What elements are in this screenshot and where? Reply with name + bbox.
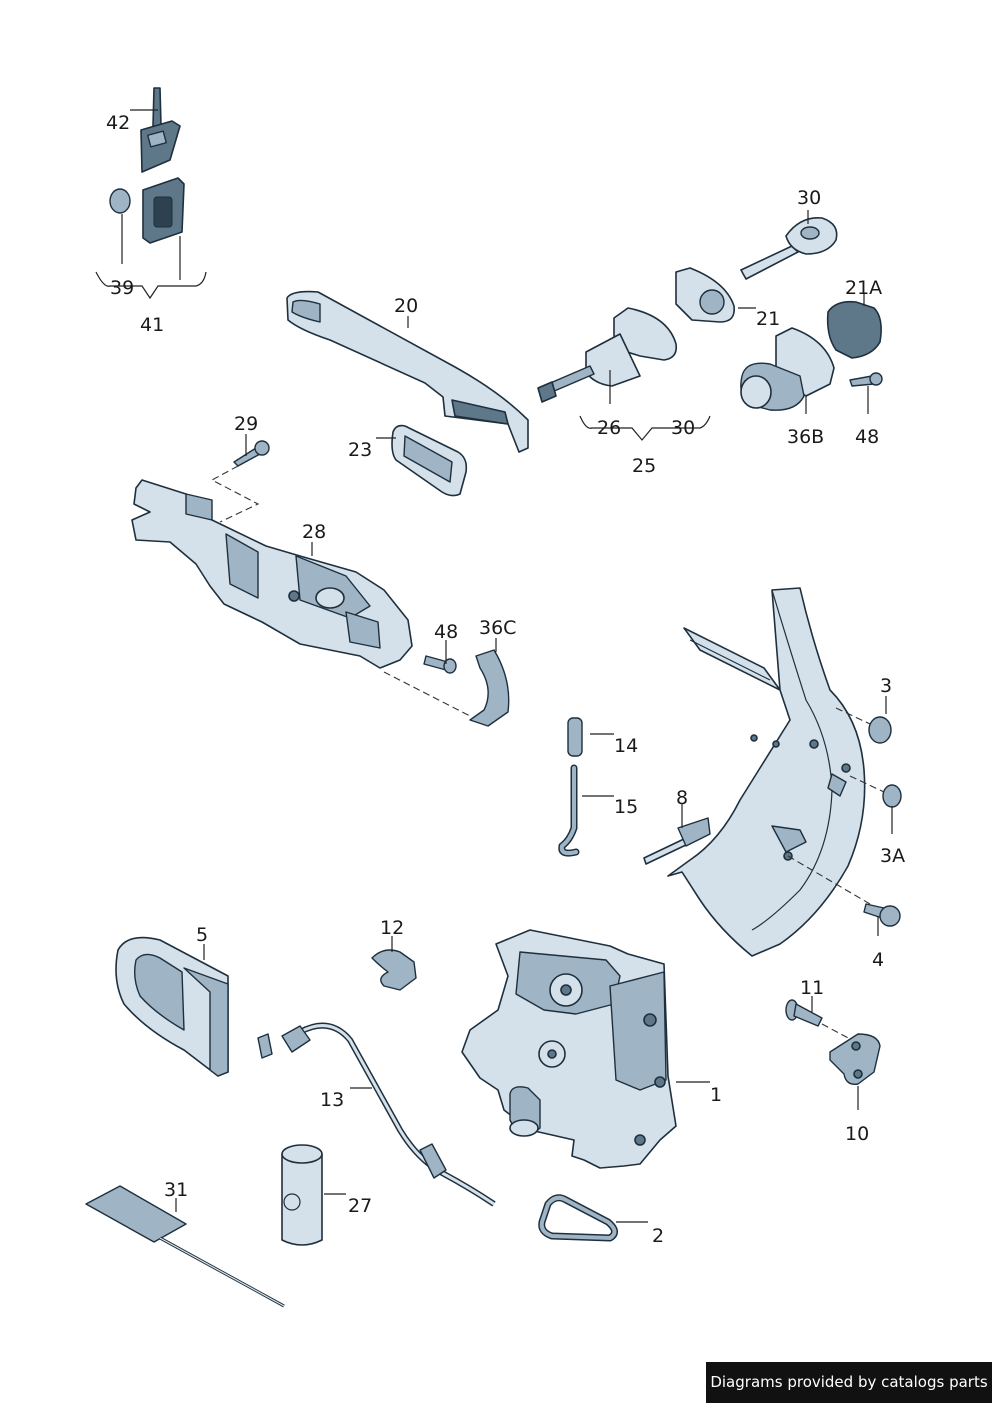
part-15-rod [558, 764, 580, 857]
label-14: 14 [614, 735, 638, 757]
label-25: 25 [632, 455, 656, 477]
label-1: 1 [710, 1084, 722, 1106]
label-48-mid: 48 [434, 621, 458, 643]
part-23-gasket [391, 424, 468, 497]
part-8-switch [643, 817, 711, 865]
label-30-key: 30 [797, 187, 821, 209]
label-3A: 3A [880, 845, 905, 867]
part-5-cover [115, 936, 229, 1077]
part-36B-lock-cylinder [740, 327, 835, 411]
label-27: 27 [348, 1195, 372, 1217]
part-12-clip [371, 949, 417, 991]
part-26-lock-cylinder [537, 307, 678, 403]
label-39: 39 [110, 277, 134, 299]
part-39-cap [109, 188, 131, 214]
part-4-bolt [863, 903, 901, 927]
label-23: 23 [348, 439, 372, 461]
part-41-remote [142, 177, 185, 244]
door-frame [667, 587, 866, 957]
part-21-lock-housing [675, 267, 736, 323]
label-3: 3 [880, 675, 892, 697]
label-42: 42 [106, 112, 130, 134]
part-36C-clip [469, 649, 510, 727]
part-21A-cover-cap [826, 300, 882, 359]
part-48-screw-b [423, 655, 457, 674]
label-36C: 36C [479, 617, 516, 639]
label-12: 12 [380, 917, 404, 939]
label-20: 20 [394, 295, 418, 317]
label-48-top: 48 [855, 426, 879, 448]
label-8: 8 [676, 787, 688, 809]
part-27-grease-can [281, 1144, 323, 1246]
label-21A: 21A [845, 277, 882, 299]
label-29: 29 [234, 413, 258, 435]
label-31: 31 [164, 1179, 188, 1201]
label-11: 11 [800, 977, 824, 999]
part-1-door-lock [461, 929, 677, 1169]
part-48-screw [849, 372, 883, 387]
label-21: 21 [756, 308, 780, 330]
assembly-line-29 [210, 465, 260, 523]
part-2-seal [538, 1194, 618, 1242]
part-3A-plug [882, 784, 902, 808]
assembly-line-11 [821, 1023, 853, 1041]
label-41: 41 [140, 314, 164, 336]
assembly-line-48 [383, 671, 471, 717]
part-42-key [140, 87, 181, 173]
label-13: 13 [320, 1089, 344, 1111]
part-14-pin [567, 717, 583, 757]
label-36B: 36B [787, 426, 824, 448]
part-31-tag [85, 1185, 285, 1308]
part-10-striker-plate [829, 1033, 881, 1085]
part-29-screw [233, 440, 270, 467]
leader-lines [95, 109, 893, 1223]
label-15: 15 [614, 796, 638, 818]
label-26: 26 [597, 417, 621, 439]
assembly-line-3 [835, 707, 871, 725]
label-4: 4 [872, 949, 884, 971]
part-13-cable [257, 1022, 496, 1207]
label-5: 5 [196, 924, 208, 946]
assembly-line-3a [849, 775, 885, 793]
part-30-key [740, 217, 838, 280]
label-10: 10 [845, 1123, 869, 1145]
part-20-door-handle [286, 290, 529, 453]
label-30-set: 30 [671, 417, 695, 439]
label-28: 28 [302, 521, 326, 543]
assembly-line-4 [787, 855, 871, 905]
label-2: 2 [652, 1225, 664, 1247]
part-11-screw [785, 999, 823, 1027]
part-3-plug [868, 716, 892, 744]
part-28-handle-carrier [131, 479, 413, 669]
credit-banner: Diagrams provided by catalogs parts [706, 1362, 992, 1403]
